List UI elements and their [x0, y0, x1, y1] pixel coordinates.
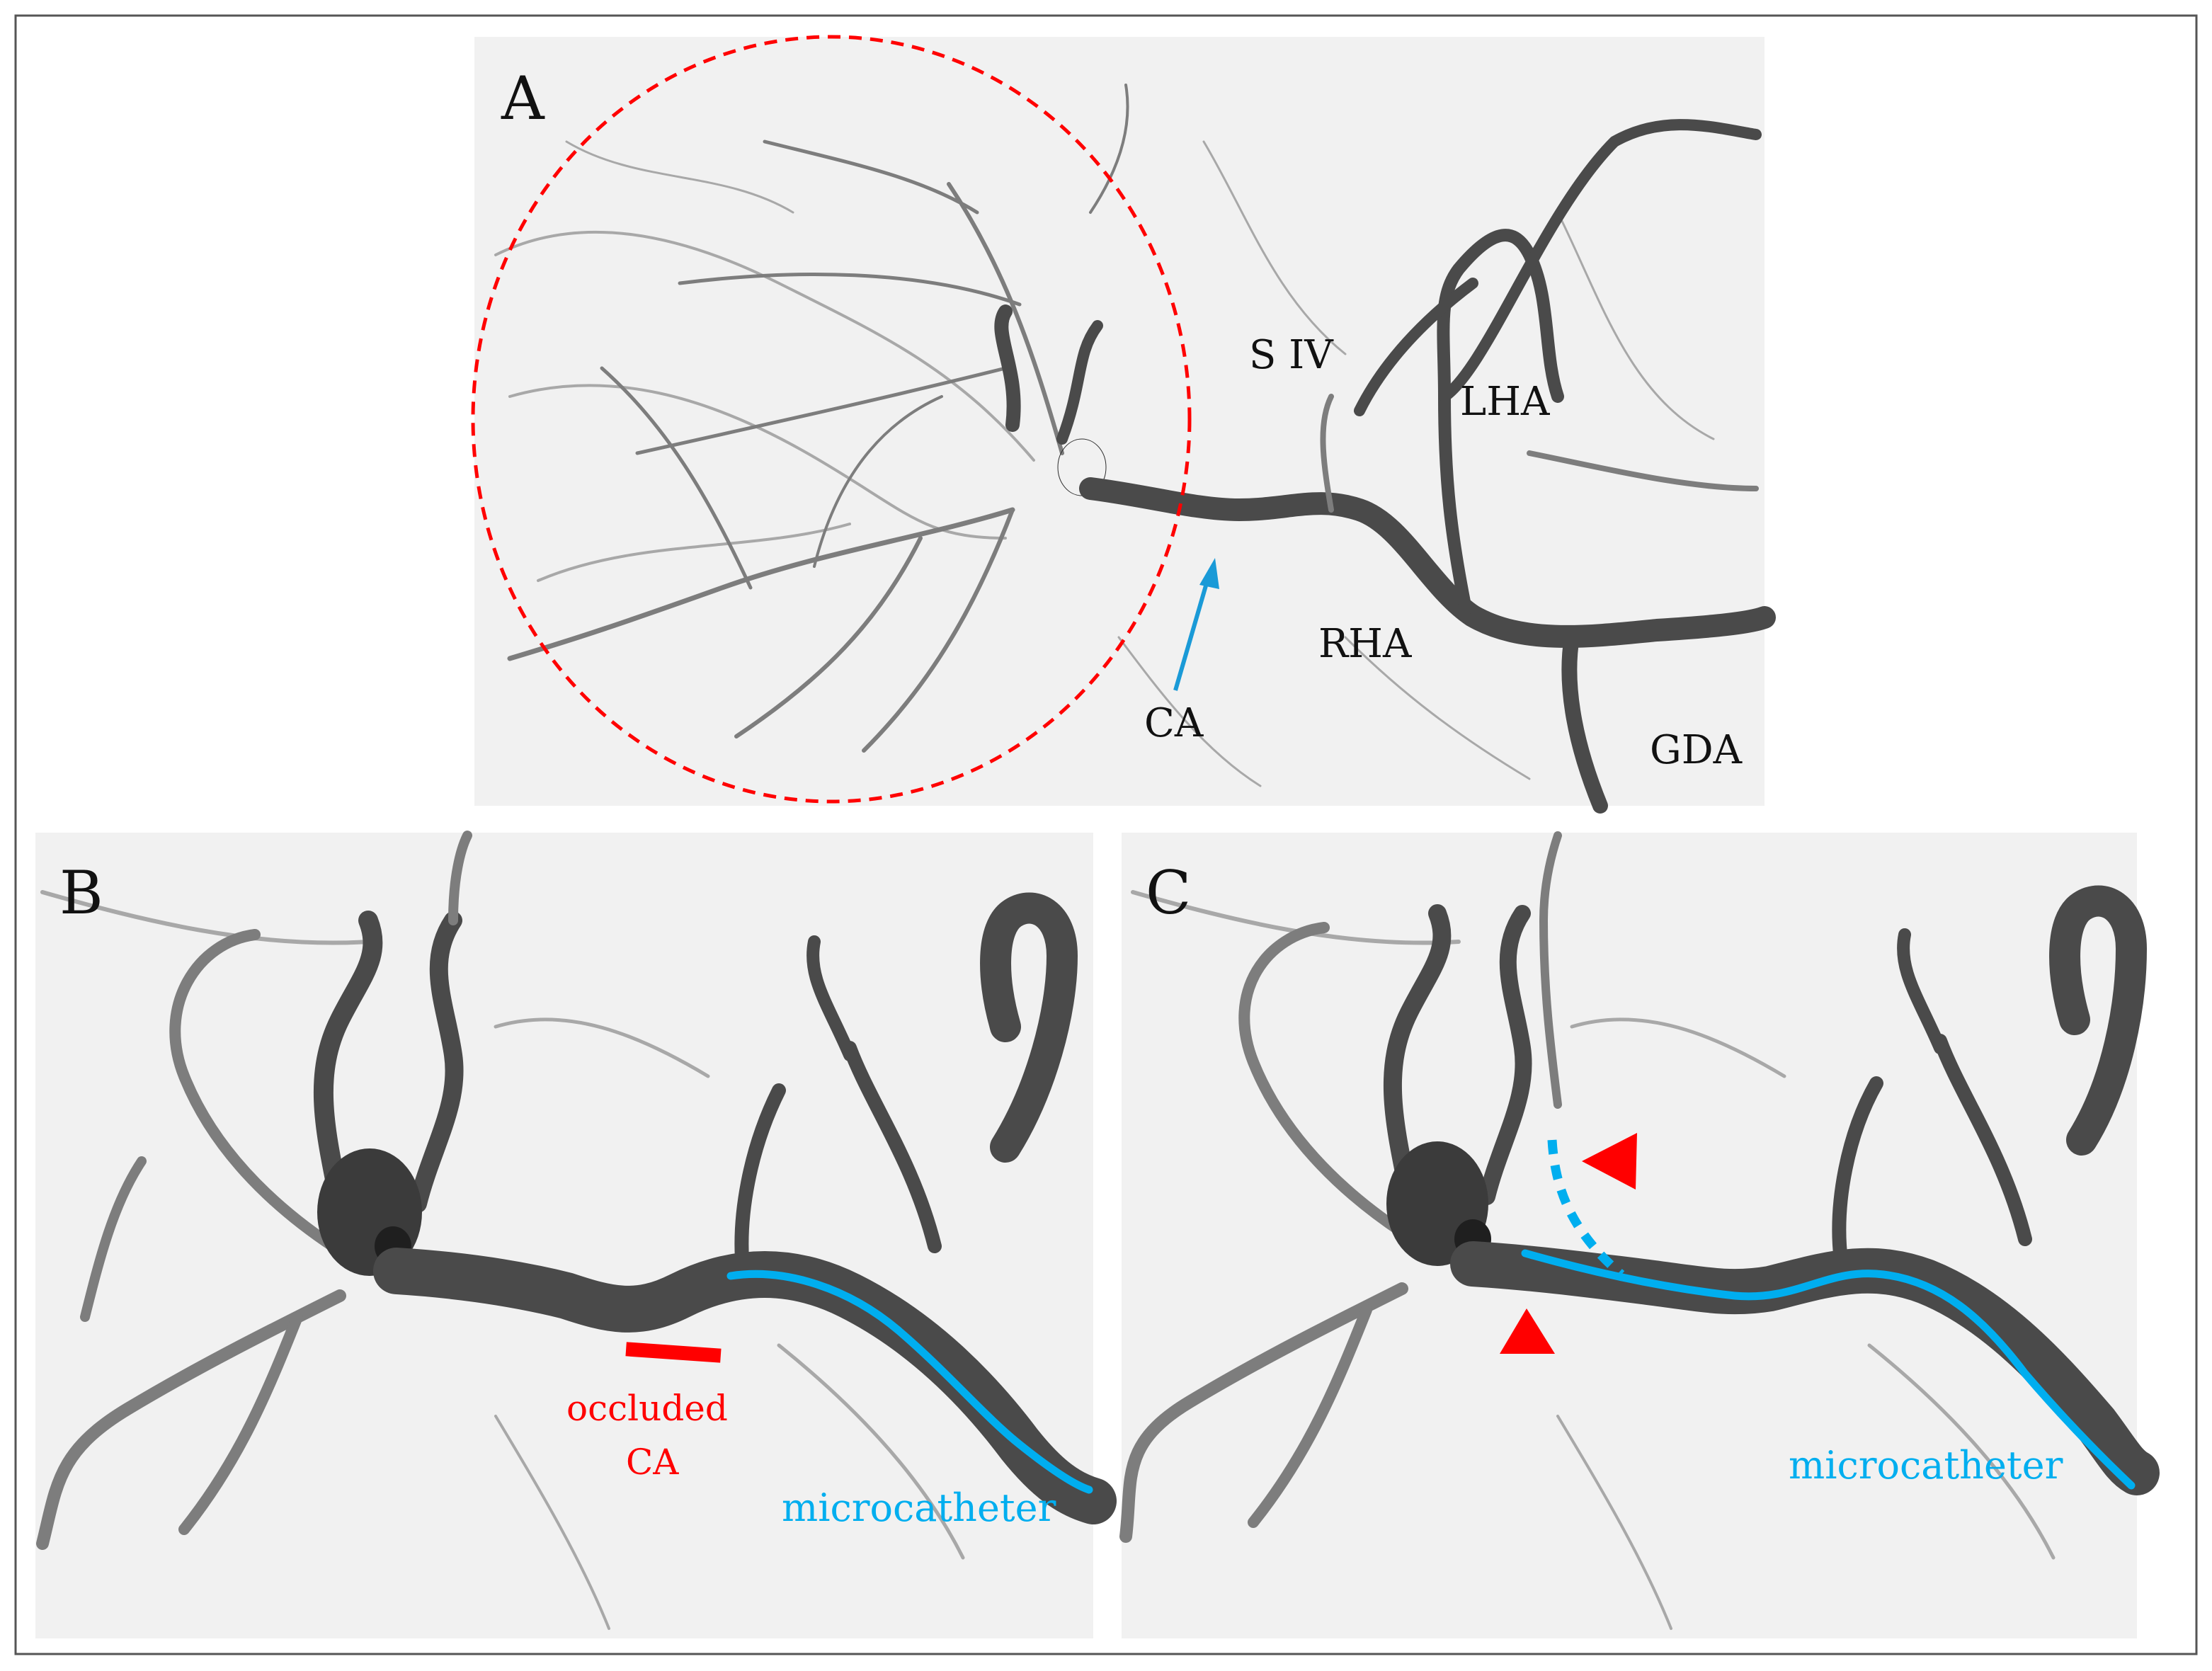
panel-b-background — [35, 833, 1093, 1638]
occlusion-marker — [625, 1342, 722, 1363]
panel-a-letter: A — [501, 64, 545, 133]
arrowhead-lower — [1500, 1308, 1555, 1354]
label-ca: CA — [1144, 700, 1204, 746]
panel-b-microcatheter-line — [726, 1270, 1093, 1494]
arrowhead-upper — [1582, 1133, 1637, 1190]
figure-frame — [14, 14, 2198, 1655]
side-branch-dashed-catheter — [1547, 1139, 1625, 1278]
occluded-ca-label: CA — [626, 1442, 679, 1483]
label-gda: GDA — [1650, 727, 1743, 773]
label-rha: RHA — [1318, 621, 1412, 667]
panel-b: B occluded CA microcatheter — [35, 831, 1117, 1638]
label-lha: LHA — [1460, 379, 1550, 425]
panel-c-letter: C — [1146, 858, 1191, 928]
panel-b-letter: B — [59, 858, 103, 928]
label-s-iv: S IV — [1249, 332, 1334, 378]
panel-b-microcatheter-label: microcatheter — [782, 1485, 1056, 1530]
panel-c-microcatheter-line — [1521, 1249, 2136, 1490]
panel-a-branches — [507, 84, 1129, 753]
panel-c: C microcatheter — [1119, 831, 2160, 1638]
panel-a-main-vessels — [994, 119, 1776, 814]
panel-c-background — [1122, 833, 2137, 1638]
panel-a: A S IV LHA RHA CA GDA — [471, 35, 1776, 814]
panel-c-microcatheter-label: microcatheter — [1789, 1443, 2063, 1488]
territory-dashed-circle — [471, 35, 1192, 804]
ca-arrow — [1173, 558, 1219, 691]
panel-a-background — [474, 37, 1765, 806]
occluded-label: occluded — [566, 1388, 728, 1429]
